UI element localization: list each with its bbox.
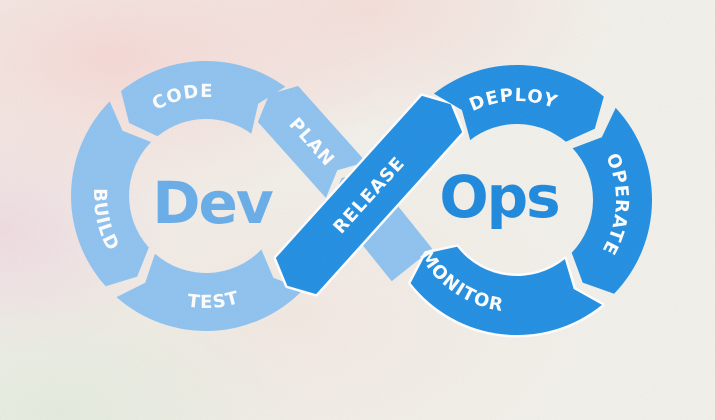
grain-texture-overlay: [0, 0, 715, 420]
devops-infinity-diagram: CODE BUILD TEST DEPLOY OPERATE MONITOR P…: [0, 0, 715, 420]
devops-infinity-svg: CODE BUILD TEST DEPLOY OPERATE MONITOR P…: [0, 0, 715, 420]
